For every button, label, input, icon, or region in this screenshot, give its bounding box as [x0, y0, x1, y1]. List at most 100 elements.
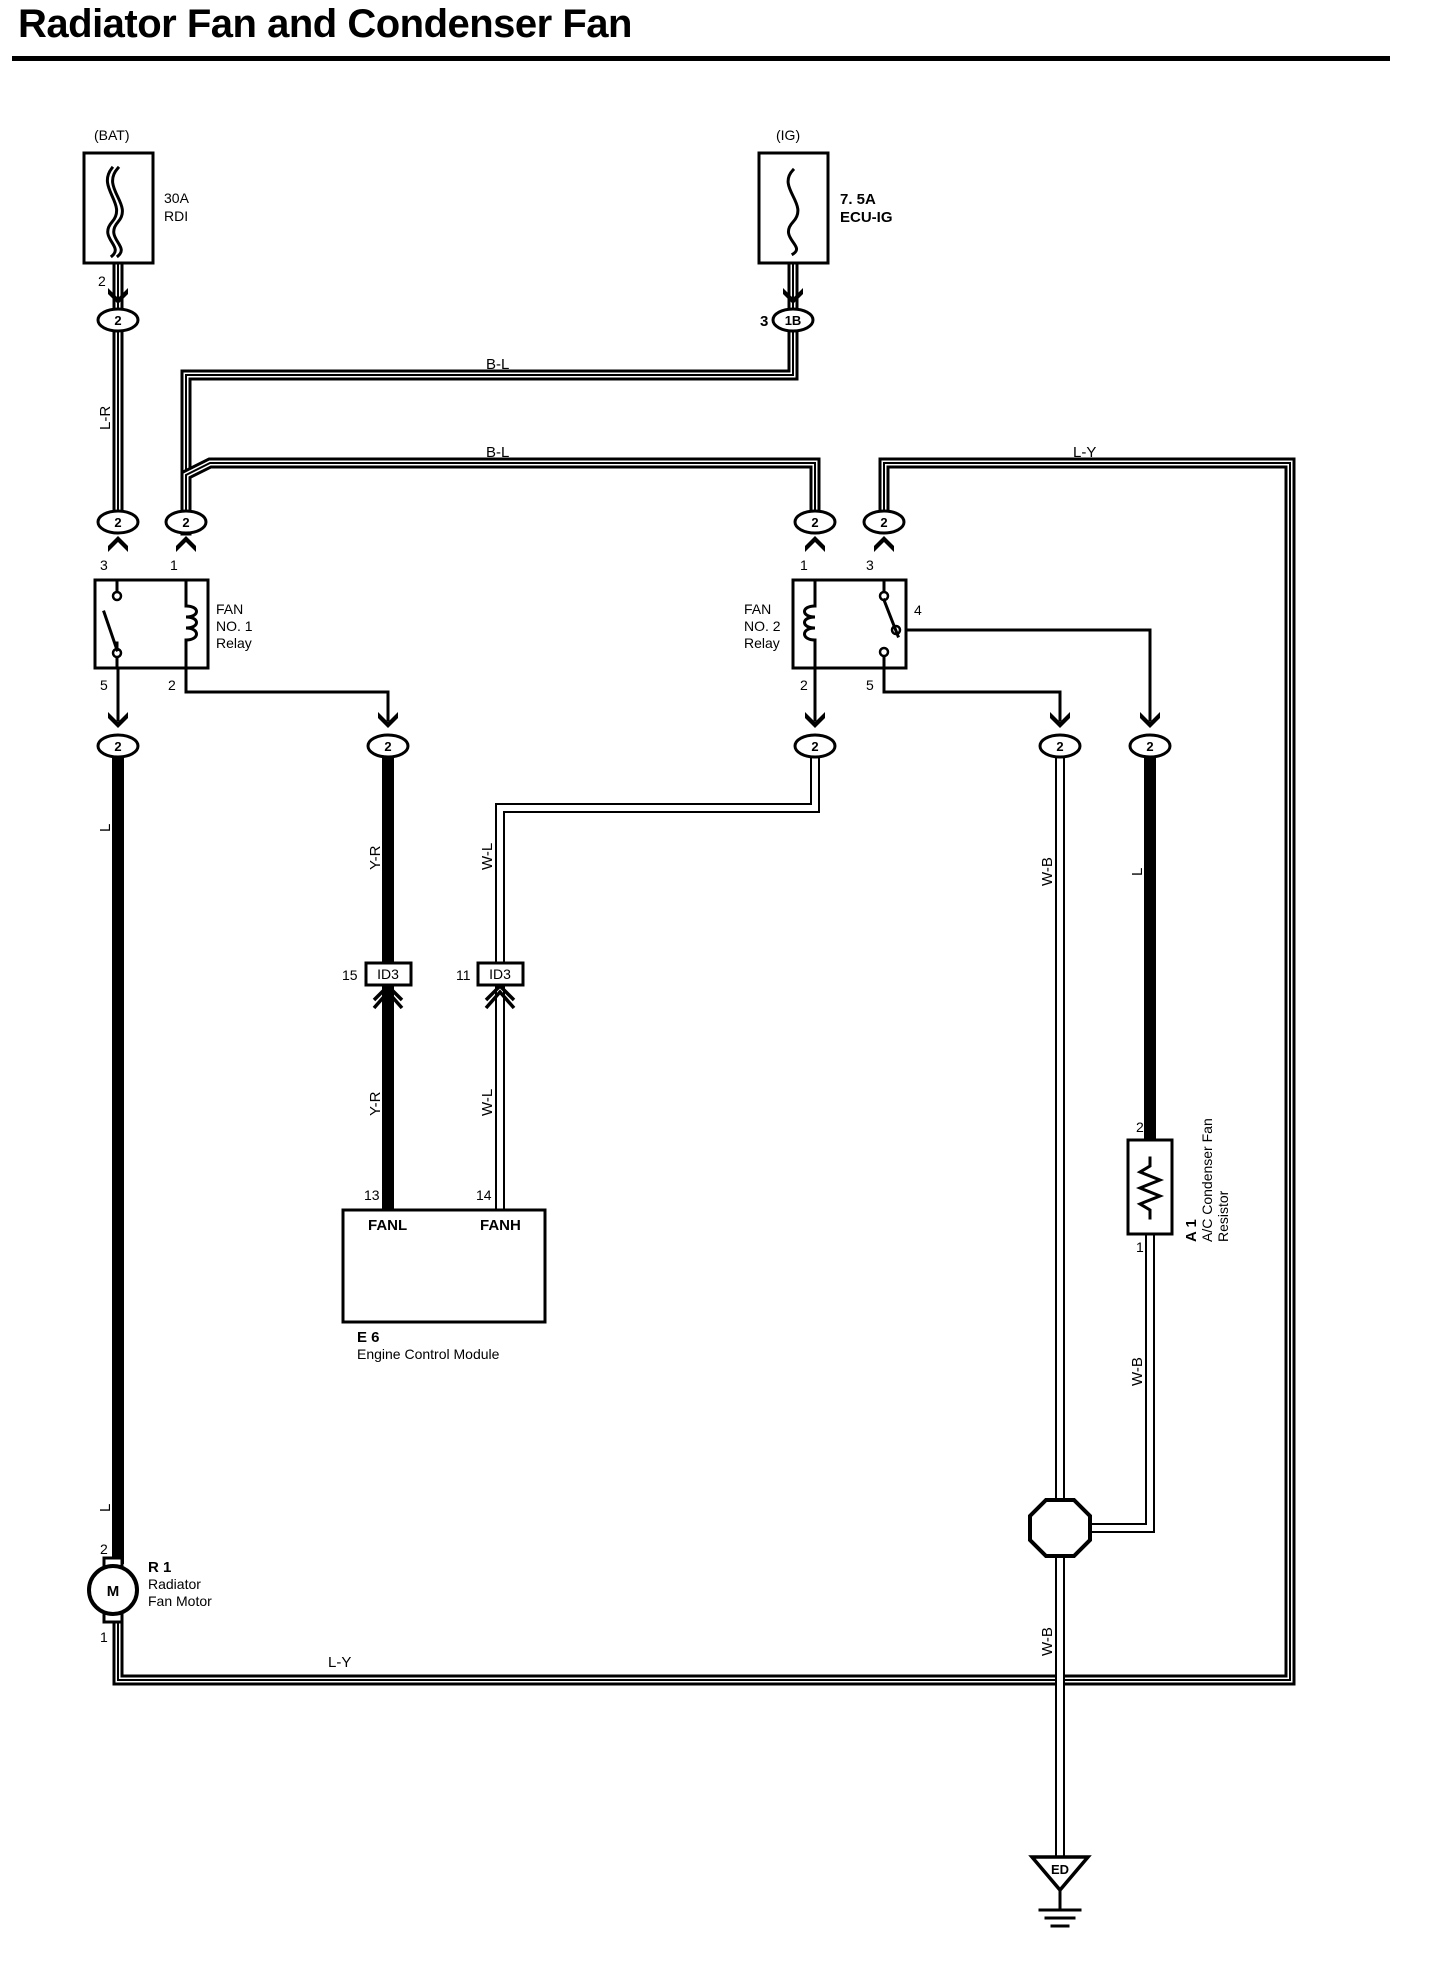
title-rule	[12, 56, 1390, 61]
pin-number: 13	[364, 1187, 380, 1203]
ecm-box	[341, 1208, 547, 1324]
pin-number: 5	[866, 677, 874, 693]
connector-arrow-icon	[783, 288, 803, 304]
ig-source-label: (IG)	[776, 127, 800, 143]
components	[82, 151, 1174, 1928]
wire-label-l-y: L-Y	[328, 1654, 351, 1671]
ecm-terminal-fanl: FANL	[368, 1217, 407, 1234]
connector-number: 2	[182, 515, 189, 530]
pin-number: 1	[1136, 1239, 1144, 1255]
resistor-name: Resistor	[1215, 1190, 1231, 1242]
labels: (BAT) (IG) 30A RDI 7. 5A ECU-IG L-R B-L …	[94, 127, 1231, 1877]
fuse-ecu-ig-amp: 7. 5A	[840, 191, 876, 208]
connector-number: 2	[1146, 739, 1153, 754]
pin-number: 14	[476, 1187, 492, 1203]
connector-arrow-icon	[1140, 712, 1160, 728]
pin-number: 1	[100, 1629, 108, 1645]
motor-icon	[87, 1564, 139, 1616]
ground-icon	[1038, 1888, 1082, 1928]
connector-oval: 2	[96, 733, 140, 759]
connector-arrow-icon	[378, 712, 398, 728]
pin-number: 3	[100, 557, 108, 573]
connector-oval: 2	[1128, 733, 1172, 759]
connector-arrows	[108, 288, 1160, 728]
connector-arrow-icon	[805, 712, 825, 728]
connector-id3-label: ID3	[377, 966, 399, 982]
pin-number: 2	[98, 273, 106, 289]
bat-source-label: (BAT)	[94, 127, 130, 143]
connector-arrow-icon	[372, 983, 404, 1010]
wire-label-w-b: W-B	[1129, 1357, 1146, 1386]
connector-number: 2	[811, 739, 818, 754]
fan-no2-relay-box	[791, 578, 908, 670]
ground-code: ED	[1051, 1862, 1069, 1877]
connector-arrow-icon	[176, 536, 196, 552]
motor-symbol: M	[107, 1583, 120, 1600]
fuse-rdi-name: RDI	[164, 208, 188, 224]
connector-arrow-icon	[805, 536, 825, 552]
wire-label-l: L	[1129, 868, 1146, 876]
wire-w-b-resistor	[1085, 1229, 1155, 1533]
connector-number: 2	[114, 313, 121, 328]
splice-junction	[1028, 1498, 1092, 1558]
pin-number: 3	[866, 557, 874, 573]
pin-number: 5	[100, 677, 108, 693]
ecm-terminal-fanh: FANH	[480, 1217, 521, 1234]
wire-relay2-no	[898, 628, 1152, 722]
fuse-rdi-icon	[111, 165, 124, 259]
fan-no1-relay-label: Relay	[216, 635, 252, 651]
fan-no2-relay-switch	[882, 598, 900, 638]
fan-no1-relay-contact	[111, 590, 123, 602]
fuse-rdi-amp: 30A	[164, 190, 190, 206]
fuse-rdi-icon	[105, 165, 119, 259]
connector-arrow-icon	[108, 536, 128, 552]
pin-number: 3	[760, 313, 768, 330]
wires	[112, 257, 1296, 1862]
connector-arrow-icon	[1050, 712, 1070, 728]
connector-number: 1B	[785, 313, 802, 328]
pin-number: 4	[914, 602, 922, 618]
connector-oval: 2	[793, 733, 837, 759]
wire-label-w-b: W-B	[1039, 1627, 1056, 1656]
wire-l-y-return	[112, 457, 1296, 1686]
wire-label-y-r: Y-R	[367, 845, 384, 870]
ground-ed-triangle	[1028, 1855, 1092, 1893]
wire-label-l: L	[97, 1504, 114, 1512]
resistor-name: A/C Condenser Fan	[1199, 1118, 1215, 1242]
wire-b-l-relays	[180, 457, 821, 536]
wire-label-w-b: W-B	[1039, 857, 1056, 886]
wire-relay2-nc	[882, 666, 1062, 722]
fan-no1-relay-label: FAN	[216, 601, 243, 617]
wire-w-l	[495, 743, 820, 1215]
pin-number: 15	[342, 967, 358, 983]
connector-number: 2	[1056, 739, 1063, 754]
resistor-code: A 1	[1183, 1219, 1200, 1242]
fan-no1-relay-coil-icon	[184, 604, 198, 642]
connector-number: 2	[811, 515, 818, 530]
ecm-name: Engine Control Module	[357, 1346, 500, 1362]
connector-oval: 2	[793, 509, 837, 535]
resistor-a1-box	[1126, 1138, 1174, 1236]
fuse-ecu-ig-name: ECU-IG	[840, 209, 893, 226]
connector-id3-label: ID3	[489, 966, 511, 982]
fan-no2-relay-label: Relay	[744, 635, 780, 651]
fan-no2-relay-nc-contact	[878, 646, 890, 658]
pin-number: 2	[1136, 1119, 1144, 1135]
wire-label-b-l: B-L	[486, 444, 509, 461]
fan-no1-relay-switch	[102, 610, 119, 652]
connector-oval: 2	[164, 509, 208, 535]
fan-no1-relay-label: NO. 1	[216, 618, 253, 634]
pin-number: 2	[800, 677, 808, 693]
resistor-zigzag-icon	[1135, 1156, 1165, 1220]
fuse-ecu-ig-icon	[786, 167, 800, 257]
connector-oval: 2	[366, 733, 410, 759]
pin-number: 2	[100, 1541, 108, 1557]
fan-no2-relay-coil-icon	[803, 604, 817, 642]
connector-arrow-icon	[108, 712, 128, 728]
page-title: Radiator Fan and Condenser Fan	[18, 2, 632, 46]
connector-number: 2	[384, 739, 391, 754]
connector-arrow-icon	[108, 288, 128, 304]
